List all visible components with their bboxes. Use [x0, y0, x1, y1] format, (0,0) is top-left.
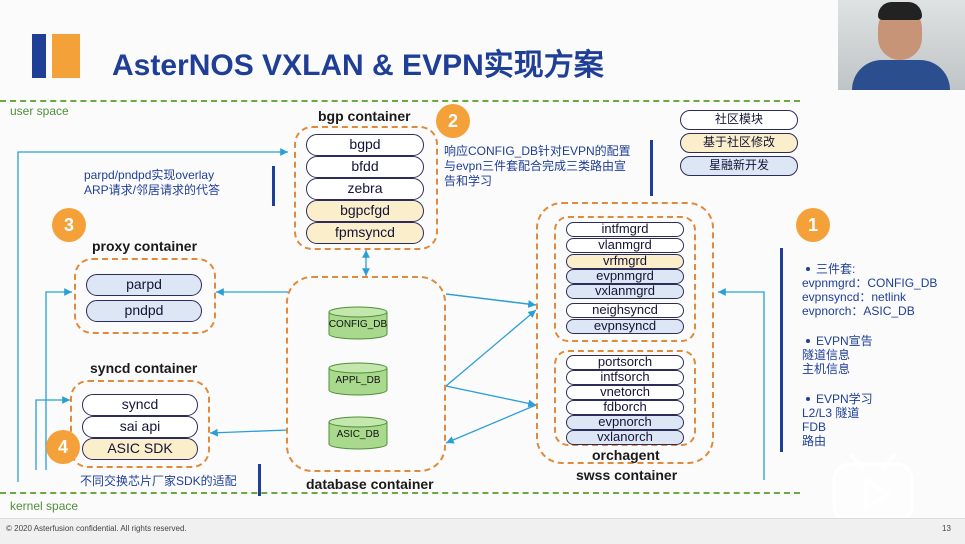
slide-title: AsterNOS VXLAN & EVPN实现方案	[112, 49, 604, 82]
evpnmgrd-module: evpnmgrd	[566, 269, 684, 284]
legend-modified: 基于社区修改	[680, 133, 798, 153]
proxy-container	[74, 258, 216, 334]
fdborch-module: fdborch	[566, 400, 684, 415]
proxy-note-bar	[272, 166, 275, 206]
footer-bar	[0, 518, 965, 544]
bgp-container-label: bgp container	[318, 108, 411, 124]
user-space-label: user space	[10, 104, 69, 118]
proxy-container-label: proxy container	[92, 238, 198, 254]
portsorch-module: portsorch	[566, 355, 684, 370]
kernel-space-line	[0, 492, 800, 494]
asic-db-label: ASIC_DB	[336, 429, 380, 440]
bgp-note: 响应CONFIG_DB针对EVPN的配置 与evpn三件套配合完成三类路由宣 告…	[444, 144, 631, 188]
database-container-label: database container	[306, 476, 434, 492]
swss-container	[536, 202, 714, 464]
bullet-dot-1	[806, 267, 810, 271]
bgp-note-bar	[650, 140, 653, 196]
badge-4: 4	[46, 430, 80, 464]
sai-api-module: sai api	[82, 416, 198, 438]
badge-3: 3	[52, 208, 86, 242]
evpnsyncd-module: evpnsyncd	[566, 319, 684, 334]
syncd-container	[70, 380, 210, 468]
logo	[32, 34, 82, 78]
kernel-space-label: kernel space	[10, 499, 79, 513]
syncd-container-label: syncd container	[90, 360, 198, 376]
footer-copyright: © 2020 Asterfusion confidential. All rig…	[6, 524, 187, 533]
swss-mgrs-group	[554, 216, 696, 342]
fpmsyncd-module: fpmsyncd	[306, 222, 424, 244]
footer-page-number: 13	[942, 524, 951, 533]
pndpd-module: pndpd	[86, 300, 202, 322]
right-note-bar	[780, 248, 783, 452]
config-db: CONFIG_DB	[328, 306, 388, 340]
proxy-note: parpd/pndpd实现overlay ARP请求/邻居请求的代答	[84, 168, 221, 197]
bullet-dot-2	[806, 339, 810, 343]
right-note-group-1: 三件套: evpnmgrd：CONFIG_DB evpnsyncd：netlin…	[802, 262, 938, 318]
sdk-note: 不同交换芯片厂家SDK的适配	[80, 474, 237, 488]
swss-container-label: swss container	[576, 467, 678, 483]
parpd-module: parpd	[86, 274, 202, 296]
vxlanmgrd-module: vxlanmgrd	[566, 284, 684, 299]
sdk-note-bar	[258, 464, 261, 496]
user-space-line	[0, 100, 800, 102]
bgpcfgd-module: bgpcfgd	[306, 200, 424, 222]
badge-2: 2	[436, 104, 470, 138]
legend-new: 星融新开发	[680, 156, 798, 176]
vlanmgrd-module: vlanmgrd	[566, 238, 684, 253]
config-db-label: CONFIG_DB	[328, 319, 388, 330]
orchagent-group	[554, 350, 696, 446]
intfmgrd-module: intfmgrd	[566, 222, 684, 237]
asic-sdk-module: ASIC SDK	[82, 438, 198, 460]
bgp-container	[294, 126, 438, 250]
database-container	[286, 276, 446, 472]
neighsyncd-module: neighsyncd	[566, 303, 684, 318]
bfdd-module: bfdd	[306, 156, 424, 178]
evpnorch-module: evpnorch	[566, 415, 684, 430]
appl-db: APPL_DB	[328, 362, 388, 396]
right-note-group-3: EVPN学习 L2/L3 隧道 FDB 路由	[802, 392, 873, 448]
bullet-dot-3	[806, 397, 810, 401]
zebra-module: zebra	[306, 178, 424, 200]
right-note-group-2: EVPN宣告 隧道信息 主机信息	[802, 334, 873, 376]
vxlanorch-module: vxlanorch	[566, 430, 684, 445]
badge-1: 1	[796, 208, 830, 242]
intfsorch-module: intfsorch	[566, 370, 684, 385]
presenter-video	[838, 0, 965, 90]
legend-community: 社区模块	[680, 110, 798, 130]
asic-db: ASIC_DB	[328, 416, 388, 450]
appl-db-label: APPL_DB	[335, 375, 381, 386]
syncd-module: syncd	[82, 394, 198, 416]
vrfmgrd-module: vrfmgrd	[566, 254, 684, 269]
play-button-icon[interactable]	[830, 452, 916, 526]
orchagent-label: orchagent	[592, 447, 660, 463]
vnetorch-module: vnetorch	[566, 385, 684, 400]
bgpd-module: bgpd	[306, 134, 424, 156]
